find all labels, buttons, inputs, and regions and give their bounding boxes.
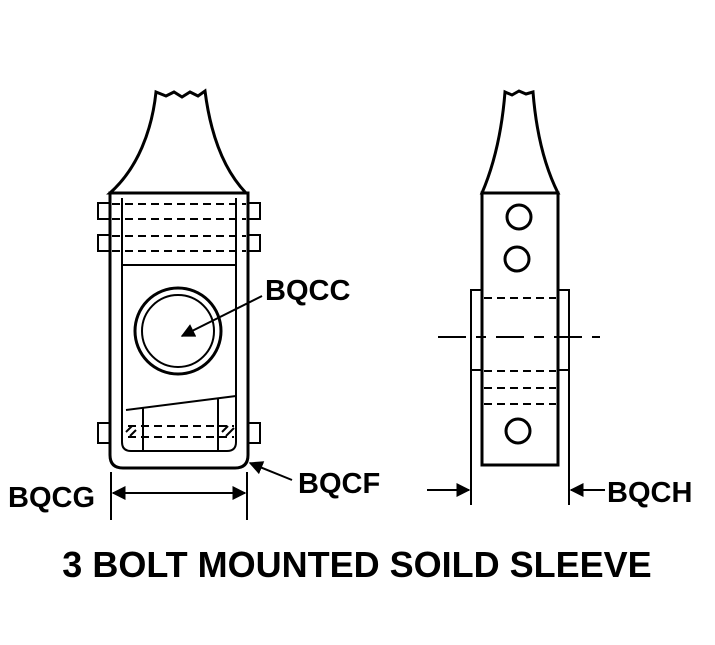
bolt-head-icon [97,422,111,444]
side-view-body [480,191,560,467]
front-view-sleeve-body [108,191,250,470]
side-view [427,89,605,505]
front-view-bore-outer [133,286,223,376]
diagram-caption: 3 BOLT MOUNTED SOILD SLEEVE [62,544,651,585]
bolt-hole-icon [504,417,532,445]
callout-bqcg: BQCG [8,482,95,514]
bqcf-leader [248,461,293,481]
side-view-flange-right [557,289,570,371]
bolt-nut-icon [247,202,261,220]
bolt-nut-icon [247,422,261,444]
front-view-inner-frame [121,198,237,452]
bolt-hole-icon [503,245,531,273]
bolt-head-icon [97,202,111,220]
front-view-bore-inner [141,294,215,368]
callout-bqcf: BQCF [298,468,380,500]
callout-bqcc: BQCC [265,275,350,307]
front-view-neck [106,88,250,195]
bolt-hole-icon [505,203,533,231]
bolt-head-icon [97,234,111,252]
bqcc-leader [180,295,263,337]
side-view-flange-left [470,289,483,371]
bolt-nut-icon [247,234,261,252]
side-view-neck [479,89,561,195]
callout-bqch: BQCH [607,477,692,509]
front-view [97,88,293,520]
